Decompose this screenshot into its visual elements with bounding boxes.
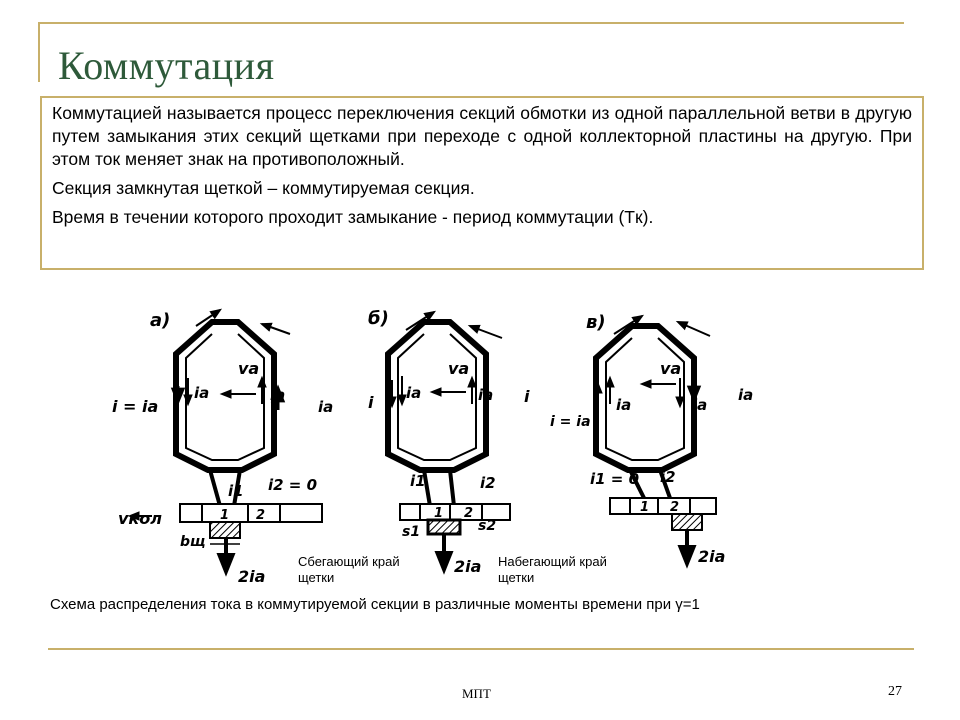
- figure-caption: Схема распределения тока в коммутируемой…: [50, 596, 700, 613]
- panel-label-b: б): [368, 308, 389, 329]
- label-s2: s2: [478, 518, 496, 534]
- definition-paragraph: Коммутацией называется процесс переключе…: [52, 103, 912, 169]
- label-ia-left-b: iа: [406, 384, 421, 402]
- label-ia-right-a: iа: [270, 386, 285, 404]
- label-vkol: vкол: [118, 509, 162, 528]
- label-bsh: bщ: [180, 534, 206, 550]
- commutation-diagram: а) i = iа iа vа iа iа i1 i2 = 0 1 2 vкол…: [110, 292, 770, 592]
- label-ia-outer-a: iа: [318, 398, 333, 416]
- top-decor-line: [38, 22, 904, 24]
- panel-v: [593, 314, 717, 569]
- label-i-right-b: i: [524, 387, 530, 406]
- label-ia-left-v: iа: [616, 396, 631, 414]
- label-va-a: vа: [238, 359, 259, 378]
- panel-label-v: в): [586, 312, 606, 333]
- label-i1-zero-v: i1 = 0: [590, 470, 639, 488]
- label-va-v: vа: [660, 359, 681, 378]
- label-s1: s1: [402, 524, 420, 540]
- label-i2-v: i2: [660, 468, 676, 486]
- panel-b: [385, 310, 511, 575]
- footer-label: МПТ: [462, 686, 491, 701]
- plate-1-b: 1: [434, 506, 443, 521]
- definition-box: Коммутацией называется процесс переключе…: [40, 96, 924, 270]
- panel-label-a: а): [150, 310, 170, 331]
- plate-1-v: 1: [640, 500, 649, 515]
- label-i2-zero-a: i2 = 0: [268, 476, 317, 494]
- left-decor-line: [38, 22, 40, 82]
- trailing-edge-label: Сбегающий край щетки: [298, 554, 424, 586]
- commutation-diagram-svg: а) i = iа iа vа iа iа i1 i2 = 0 1 2 vкол…: [112, 308, 753, 586]
- label-2ia-b: 2iа: [454, 557, 481, 576]
- plate-1-a: 1: [220, 508, 229, 523]
- label-va-b: vа: [448, 359, 469, 378]
- slide-title: Коммутация: [58, 43, 275, 88]
- page-number: 27: [888, 684, 902, 699]
- label-i1-a: i1: [228, 482, 244, 500]
- label-i-left-b: i: [368, 393, 374, 412]
- label-i-eq-ia-a: i = iа: [112, 397, 158, 416]
- plate-2-a: 2: [256, 508, 265, 523]
- commutated-section-text: Секция замкнутая щеткой – коммутируемая …: [52, 178, 475, 198]
- label-i1-b: i1: [410, 472, 426, 490]
- label-ia-right-v: iа: [692, 396, 707, 414]
- label-ia-outer-v: iа: [738, 386, 753, 404]
- plate-2-b: 2: [464, 506, 473, 521]
- label-i-eq-ia-v: i = iа: [550, 414, 591, 430]
- label-i2-b: i2: [480, 474, 496, 492]
- commutation-period-text: Время в течении которого проходит замыка…: [52, 207, 654, 227]
- label-ia-right-b: iа: [478, 386, 493, 404]
- leading-edge-label: Набегающий край щетки: [498, 554, 638, 586]
- label-2ia-v: 2iа: [698, 547, 725, 566]
- plate-2-v: 2: [670, 500, 679, 515]
- label-2ia-a: 2iа: [238, 567, 265, 586]
- panel-a: [127, 308, 323, 577]
- label-ia-left-a: iа: [194, 384, 209, 402]
- bottom-decor-line: [48, 648, 914, 650]
